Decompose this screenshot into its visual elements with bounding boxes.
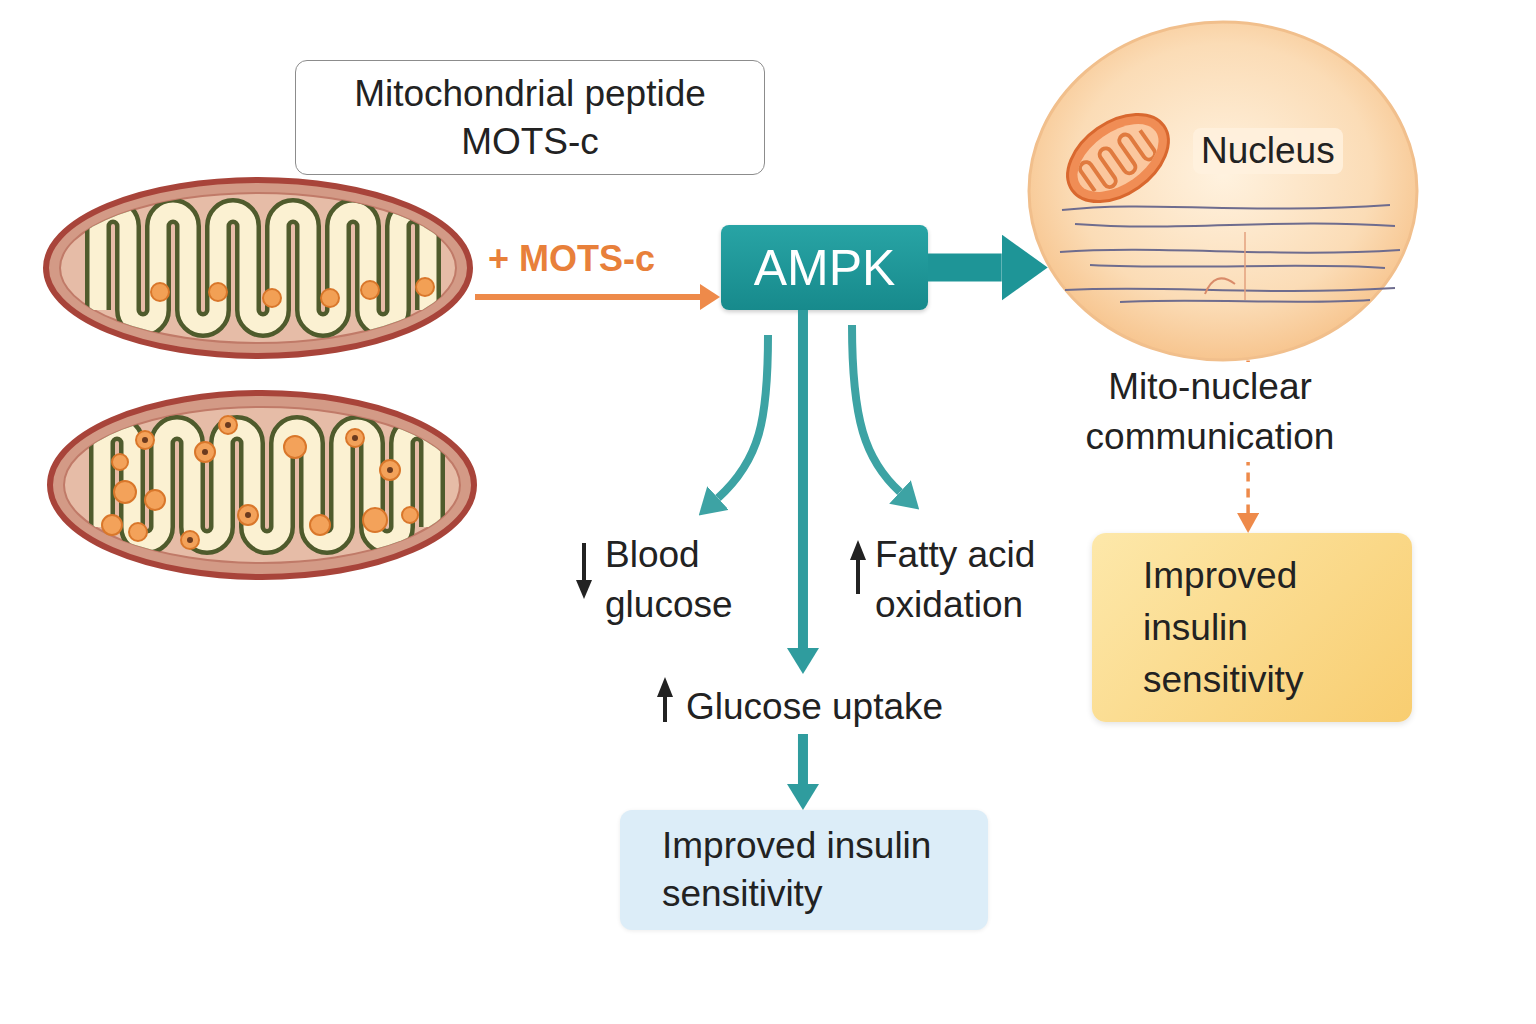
kinase-box: AMPK [721, 225, 928, 310]
arrow-head [787, 648, 819, 674]
arrow-label: + MOTS-c [488, 236, 728, 282]
effect-label: Fatty acid oxidation [875, 530, 1090, 630]
effect-arrows [718, 325, 900, 498]
connector-layer [787, 268, 1248, 785]
edge-label: Mito-nuclear communication [1050, 362, 1370, 462]
node-text: Mitochondrial peptide MOTS-c [310, 70, 750, 166]
connector-line [1246, 361, 1250, 513]
direction-symbols [576, 540, 866, 722]
nucleus-contents [1051, 96, 1400, 302]
connector [928, 267, 1002, 268]
outcome-box: Improved insulin sensitivity [1092, 533, 1412, 722]
connector [787, 310, 819, 784]
node-text: Improved insulin sensitivity [662, 822, 972, 918]
mitochondrion-illustration [50, 393, 474, 577]
title-box: Mitochondrial peptide MOTS-c [295, 60, 765, 175]
nucleus-ellipse: Nucleus [1027, 20, 1419, 362]
mitochondrion-illustration [46, 180, 470, 356]
connector-line [928, 254, 1002, 282]
node-text: AMPK [754, 238, 896, 298]
outcome-box: Improved insulin sensitivity [620, 810, 988, 930]
node-text: Nucleus [1193, 128, 1343, 174]
edge-label: Glucose uptake [686, 682, 943, 732]
node-text: Improved insulin sensitivity [1143, 550, 1363, 706]
nucleus-outline [1027, 20, 1419, 362]
connector [1248, 361, 1249, 513]
connector-line [798, 310, 808, 784]
mots-c-release-arrow [475, 284, 720, 310]
nucleus-shape [1029, 22, 1417, 360]
effect-label: Blood glucose [605, 530, 775, 630]
